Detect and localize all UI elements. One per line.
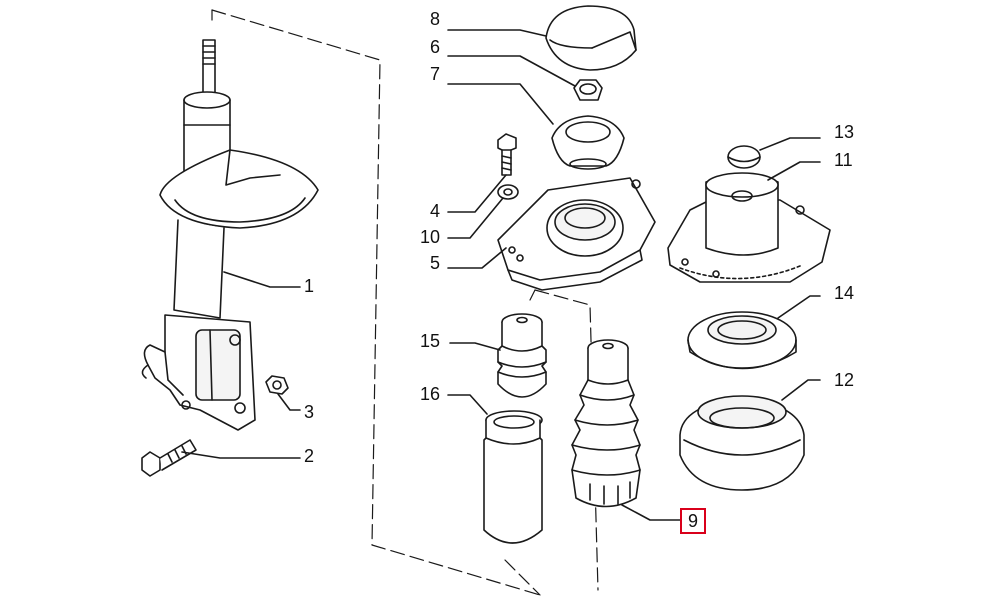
washer	[447, 184, 519, 239]
callout-13: 13	[834, 122, 855, 142]
strut-assembly	[141, 39, 319, 431]
callout-10: 10	[420, 227, 441, 247]
callout-14: 14	[834, 283, 855, 303]
bump-cup	[447, 83, 625, 170]
nut	[265, 375, 301, 411]
callout-1: 1	[304, 276, 315, 296]
bump-stop	[449, 313, 547, 398]
flange-nut	[447, 55, 603, 101]
callout-12: 12	[834, 370, 855, 390]
callout-5: 5	[430, 253, 441, 273]
callout-6: 6	[430, 37, 441, 57]
top-mount-plate	[447, 177, 656, 291]
callout-2: 2	[304, 446, 315, 466]
screw	[447, 133, 517, 213]
small-cap	[727, 137, 821, 169]
callout-15: 15	[420, 331, 441, 351]
callout-11: 11	[834, 150, 853, 170]
callout-4: 4	[430, 201, 441, 221]
bellows-boot	[571, 339, 681, 521]
dust-cap	[447, 5, 637, 71]
upper-mount	[667, 161, 831, 283]
spring-seat	[679, 379, 821, 491]
dust-boot-tube	[447, 394, 543, 544]
callout-9-highlighted: 9	[680, 508, 707, 534]
callout-8: 8	[430, 9, 441, 29]
bolt	[141, 439, 301, 477]
callout-3: 3	[304, 402, 315, 422]
callout-16: 16	[420, 384, 441, 404]
callout-7: 7	[430, 64, 441, 84]
bearing-ring	[687, 295, 821, 370]
